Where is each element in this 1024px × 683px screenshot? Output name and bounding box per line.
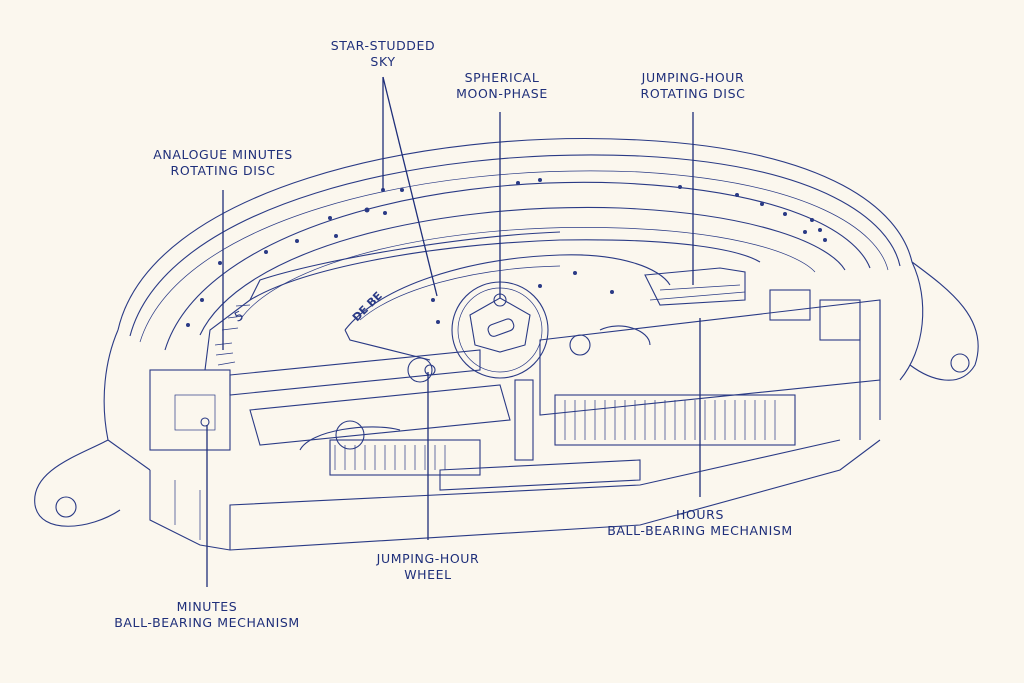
dial-plate: 5 DE BE xyxy=(204,231,761,371)
label-hours-ball-bearing-mechanism: HOURS BALL-BEARING MECHANISM xyxy=(607,507,793,538)
watch-case xyxy=(34,137,979,551)
label-jumping-hour-wheel: JUMPING-HOUR WHEEL xyxy=(376,551,480,582)
label-star-studded-sky: STAR-STUDDED SKY xyxy=(330,38,436,69)
label-minutes-ball-bearing-mechanism: MINUTES BALL-BEARING MECHANISM xyxy=(114,599,300,630)
movement xyxy=(149,289,881,491)
label-jumping-hour-rotating-disc: JUMPING-HOUR ROTATING DISC xyxy=(640,70,746,101)
label-analogue-minutes-rotating-disc: ANALOGUE MINUTES ROTATING DISC xyxy=(153,147,293,178)
minute-numeral: 5 xyxy=(232,309,246,326)
star-ring xyxy=(164,178,871,351)
leader-lines xyxy=(206,76,701,587)
jumping-hour-window xyxy=(644,267,746,306)
label-spherical-moon-phase: SPHERICAL MOON-PHASE xyxy=(456,70,548,101)
leader-star-sky-b xyxy=(382,76,438,297)
